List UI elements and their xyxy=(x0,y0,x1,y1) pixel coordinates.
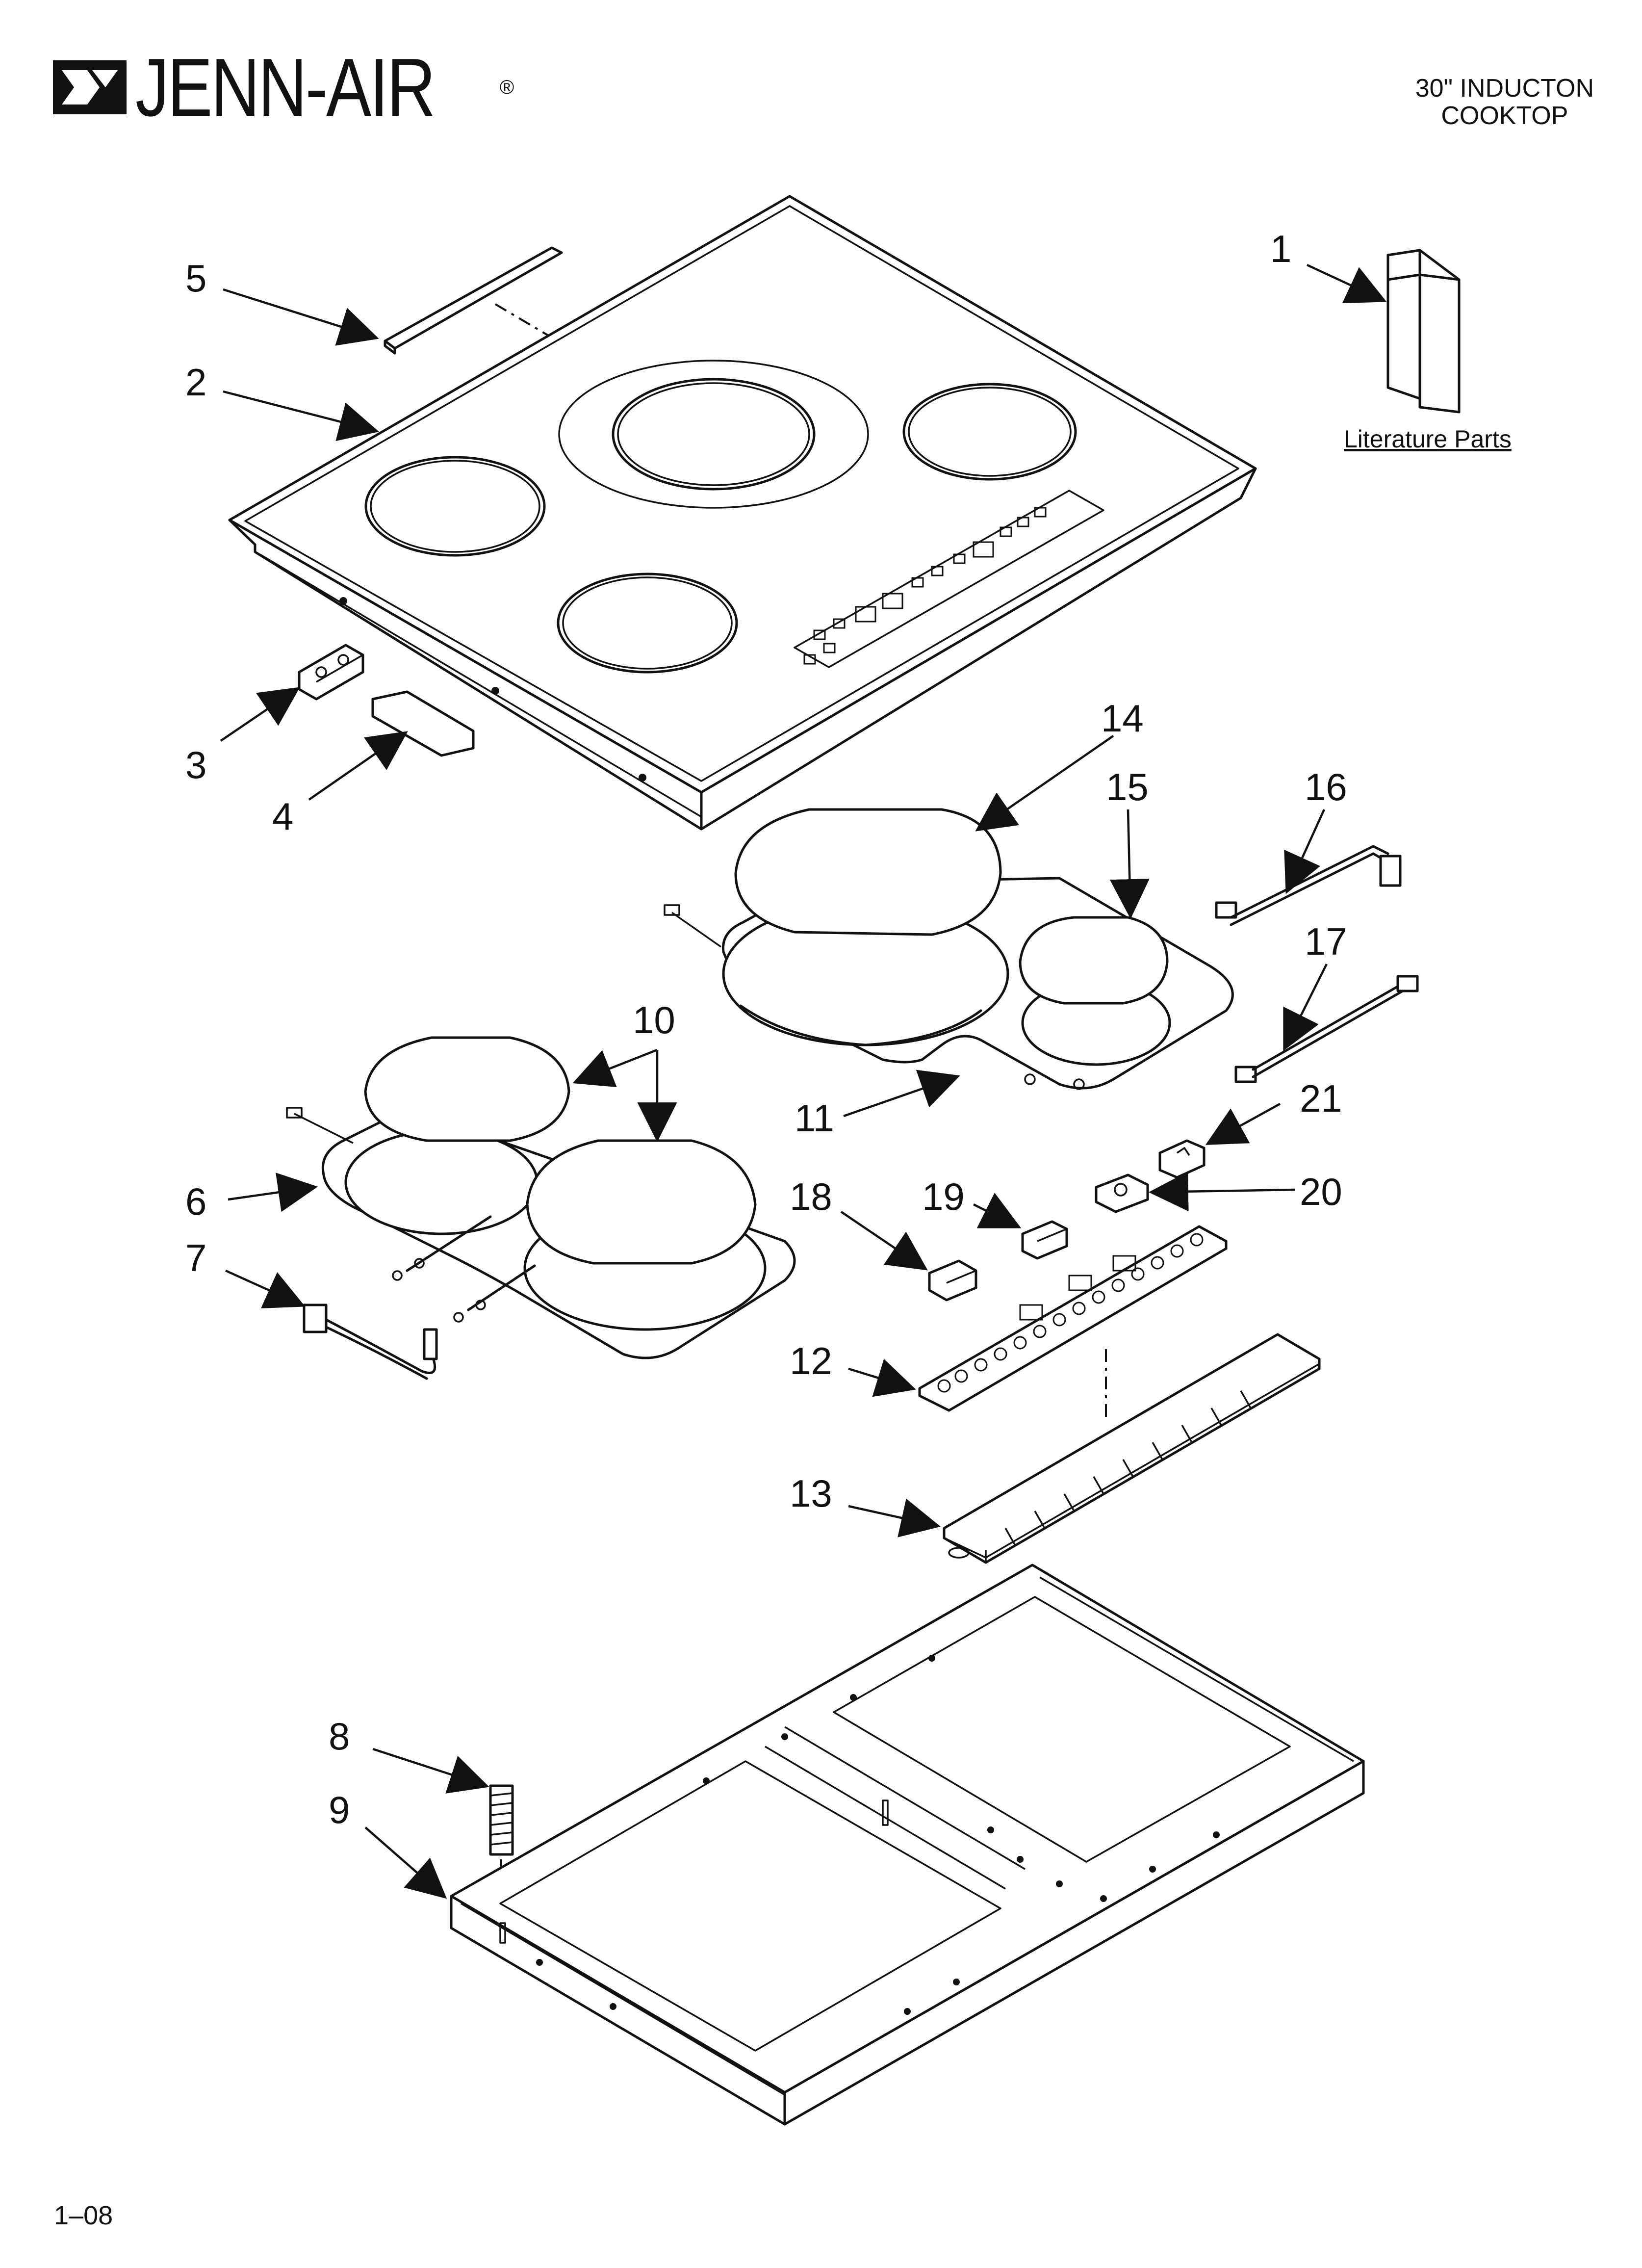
callout-11: 11 xyxy=(795,1096,834,1140)
callout-3: 3 xyxy=(185,743,207,786)
callout-4: 4 xyxy=(272,795,294,838)
callout-6: 6 xyxy=(185,1180,207,1223)
trim-strip xyxy=(384,246,563,355)
board-tray xyxy=(943,1333,1321,1564)
callout-15: 15 xyxy=(1106,765,1149,808)
callout-17: 17 xyxy=(1305,920,1347,963)
callout-10: 10 xyxy=(633,998,675,1042)
product-title-line1: 30" INDUCTON xyxy=(1415,74,1594,103)
chassis-frame xyxy=(450,1564,1365,2126)
callout-2: 2 xyxy=(185,361,207,404)
leader-lines xyxy=(220,263,1387,1899)
brand-logo: JENN-AIR ® xyxy=(53,41,514,133)
callout-5: 5 xyxy=(185,257,207,300)
product-title-line2: COOKTOP xyxy=(1441,102,1568,130)
wire-harness-16 xyxy=(1215,845,1402,926)
wire-harness-17 xyxy=(1234,975,1419,1083)
callout-16: 16 xyxy=(1305,765,1347,808)
jenn-air-logo-icon xyxy=(53,60,127,114)
spring xyxy=(489,1784,514,1918)
product-title: 30" INDUCTON COOKTOP xyxy=(1415,75,1594,130)
callout-7: 7 xyxy=(185,1236,207,1279)
callout-1: 1 xyxy=(1270,227,1292,270)
callout-19: 19 xyxy=(922,1175,965,1218)
relay-18 xyxy=(928,1259,977,1302)
right-coil-assembly xyxy=(664,808,1234,1090)
callout-12: 12 xyxy=(790,1339,832,1382)
mounting-bracket xyxy=(298,644,364,701)
callout-20: 20 xyxy=(1300,1170,1342,1213)
callout-13: 13 xyxy=(790,1472,832,1515)
literature-parts-label: Literature Parts xyxy=(1344,425,1512,453)
relay-19 xyxy=(1021,1220,1068,1260)
label-plate xyxy=(371,690,475,757)
literature-booklet xyxy=(1386,249,1461,414)
ferrite-block-20 xyxy=(1095,1173,1149,1213)
control-board xyxy=(918,1225,1228,1418)
registered-mark: ® xyxy=(499,76,514,98)
brand-name: JENN-AIR xyxy=(135,41,436,133)
callout-18: 18 xyxy=(790,1175,832,1218)
left-coil-assembly xyxy=(286,1036,796,1359)
footer-code: 1–08 xyxy=(54,2201,113,2230)
callout-9: 9 xyxy=(329,1788,350,1831)
callout-14: 14 xyxy=(1101,697,1144,740)
temperature-sensor xyxy=(303,1303,438,1380)
glass-cooktop xyxy=(228,195,1257,831)
callout-21: 21 xyxy=(1300,1077,1342,1120)
ferrite-block-21 xyxy=(1158,1139,1206,1179)
callout-8: 8 xyxy=(329,1715,350,1758)
